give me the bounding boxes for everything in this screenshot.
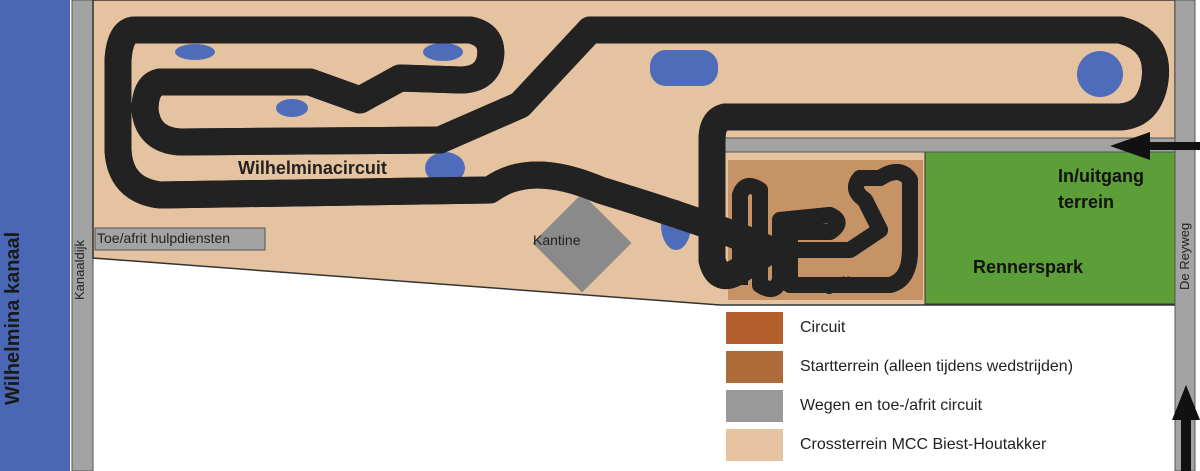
youth-track-label: Jeugdbaan [793,274,889,294]
legend-label: Circuit [800,319,846,336]
water-ponds [175,43,1123,250]
canteen-building [532,193,632,293]
emergency-label: Toe/afrit hulpdiensten [97,230,231,246]
reyweg-road [1174,0,1196,471]
rennerspark-label: Rennerspark [973,257,1084,277]
reyweg-label: De Reyweg [1177,222,1192,290]
legend-label: Startterrein (alleen tijdens wedstrijden… [800,358,1074,375]
legend-item: Crossterrein MCC Biest-Houtakker [726,429,1047,461]
dike-road [71,0,94,471]
circuit-label: Wilhelminacircuit [238,158,387,178]
legend-item: Wegen en toe-/afrit circuit [726,390,983,422]
canal-label: Wilhelmina kanaal [2,231,24,405]
arrow-icon [1110,132,1200,471]
emergency-road [94,227,266,251]
entrance-label: In/uitgang terrein [1058,166,1144,212]
legend-item: Startterrein (alleen tijdens wedstrijden… [726,351,1074,383]
legend-swatch [726,351,783,383]
legend-swatch [726,312,783,344]
legend-label: Wegen en toe-/afrit circuit [800,397,983,414]
legend-label: Crossterrein MCC Biest-Houtakker [800,436,1047,453]
legend-item: Circuit [726,312,846,344]
legend-swatch [726,390,783,422]
legend-swatch [726,429,783,461]
main-circuit [104,16,1156,276]
access-road [699,137,1176,153]
canteen-label: Kantine [533,232,581,248]
youth-track [732,172,918,289]
dike-label: Kanaaldijk [72,240,87,300]
canal [0,0,70,471]
